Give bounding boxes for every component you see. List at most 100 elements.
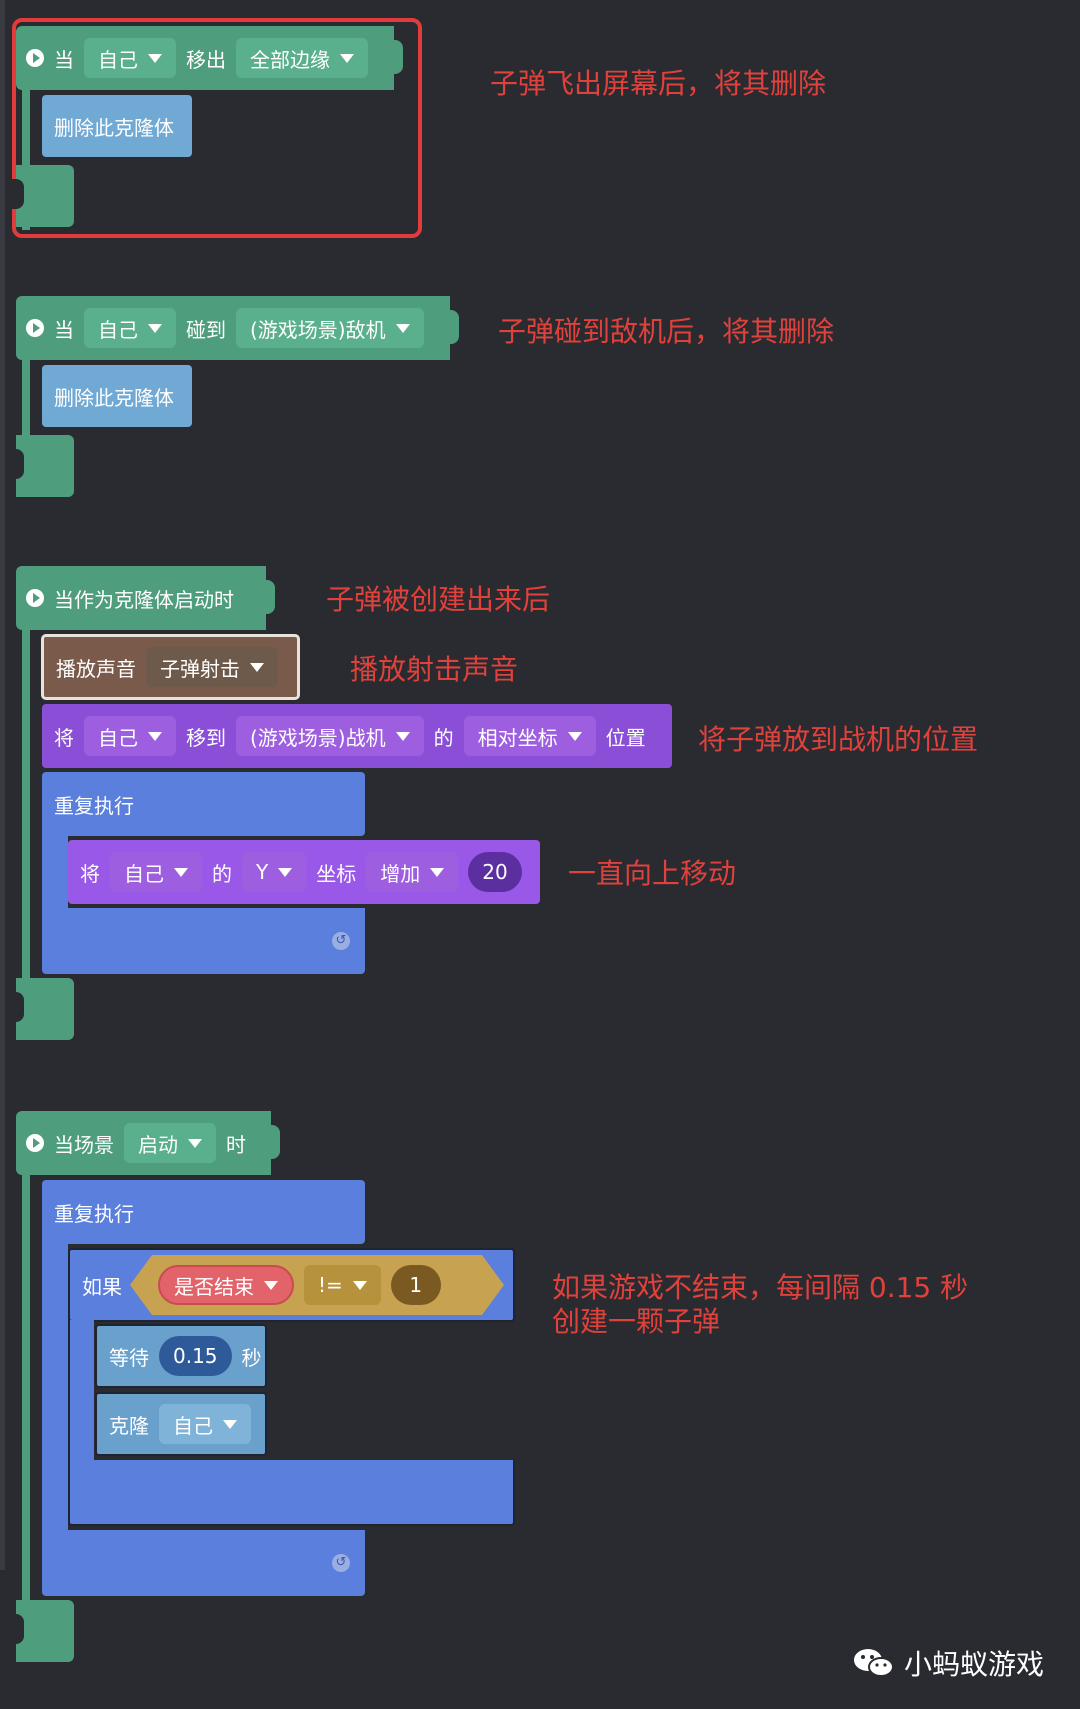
block-label: 的	[433, 725, 454, 750]
delete-clone-block[interactable]: 删除此克隆体	[42, 95, 192, 157]
block-label: 将	[54, 725, 74, 750]
amount-input[interactable]: 20	[468, 852, 522, 892]
play-icon	[26, 589, 44, 607]
annotation: 子弹碰到敌机后，将其删除	[498, 315, 835, 348]
repeat-forever-block[interactable]: 重复执行	[42, 772, 365, 836]
move-to-block[interactable]: 将 自己 移到 (游戏场景)战机 的 相对坐标 位置	[42, 704, 672, 768]
watermark: 小蚂蚁游戏	[852, 1643, 1044, 1683]
edge-dropdown[interactable]: 全部边缘	[236, 38, 368, 78]
block-label: 重复执行	[54, 1201, 134, 1226]
block-label: 克隆	[109, 1413, 149, 1438]
operator-dropdown[interactable]: !=	[304, 1265, 381, 1305]
coord-mode-dropdown[interactable]: 相对坐标	[463, 716, 596, 756]
script4-hat-block[interactable]: 当场景 启动 时	[16, 1111, 280, 1175]
repeat-bottom: ↺	[42, 908, 365, 974]
block-label: 将	[80, 861, 100, 886]
repeat-bottom: ↺	[42, 1530, 365, 1596]
hat-label: 时	[226, 1132, 246, 1157]
clone-block[interactable]: 克隆 自己	[95, 1392, 267, 1456]
compare-value-input[interactable]: 1	[391, 1265, 441, 1305]
target-dropdown[interactable]: (游戏场景)战机	[236, 716, 424, 756]
sprite-dropdown[interactable]: 自己	[110, 852, 202, 892]
change-coord-block[interactable]: 将 自己 的 Y 坐标 增加 20	[68, 840, 540, 904]
target-dropdown[interactable]: (游戏场景)敌机	[236, 308, 424, 348]
script3-end-cap	[10, 978, 74, 1040]
annotation: 子弹飞出屏幕后，将其删除	[490, 67, 827, 100]
block-label: 播放声音	[56, 656, 136, 681]
sprite-dropdown[interactable]: 自己	[84, 716, 176, 756]
scene-event-dropdown[interactable]: 启动	[124, 1123, 216, 1163]
wait-block[interactable]: 等待 0.15 秒	[95, 1324, 267, 1388]
clone-target-dropdown[interactable]: 自己	[159, 1404, 251, 1444]
chevron-down-icon	[278, 867, 293, 877]
chevron-down-icon	[148, 53, 162, 63]
chevron-down-icon	[148, 731, 162, 741]
block-label: 的	[212, 861, 232, 886]
chevron-down-icon	[430, 867, 445, 877]
highlight-box	[12, 18, 422, 238]
repeat-forever-block[interactable]: 重复执行	[42, 1180, 365, 1244]
script3-hat-block[interactable]: 当作为克隆体启动时	[16, 566, 275, 630]
watermark-text: 小蚂蚁游戏	[903, 1648, 1044, 1681]
repeat-arm	[42, 830, 68, 910]
annotation: 创建一颗子弹	[552, 1305, 721, 1338]
block-label: 秒	[241, 1345, 262, 1370]
wait-seconds-input[interactable]: 0.15	[159, 1336, 232, 1376]
if-arm	[68, 1320, 94, 1460]
event-label: 移出	[186, 47, 226, 72]
annotation: 如果游戏不结束，每间隔 0.15 秒	[552, 1271, 969, 1304]
script1-hat-block[interactable]: 当 自己 移出 全部边缘	[16, 26, 403, 90]
loop-icon: ↺	[332, 932, 350, 950]
annotation: 播放射击声音	[350, 653, 519, 686]
operation-dropdown[interactable]: 增加	[366, 852, 459, 892]
chevron-down-icon	[395, 731, 410, 741]
script4-spine	[22, 1155, 30, 1615]
hat-label: 当作为克隆体启动时	[54, 587, 234, 612]
loop-icon: ↺	[332, 1554, 350, 1572]
script4-end-cap	[10, 1600, 74, 1662]
chevron-down-icon	[223, 1419, 237, 1429]
workspace-edge	[0, 0, 5, 1570]
sprite-dropdown[interactable]: 自己	[84, 38, 176, 78]
annotation: 子弹被创建出来后	[326, 583, 551, 616]
play-sound-block[interactable]: 播放声音 子弹射击	[41, 634, 300, 700]
block-label: 删除此克隆体	[54, 115, 174, 140]
condition-dropdown[interactable]: 是否结束	[158, 1265, 294, 1305]
chevron-down-icon	[395, 323, 410, 333]
script1-spine	[22, 70, 30, 230]
script2-hat-block[interactable]: 当 自己 碰到 (游戏场景)敌机	[16, 296, 459, 360]
hat-label: 当	[54, 317, 74, 342]
block-label: 移到	[186, 725, 226, 750]
chevron-down-icon	[250, 662, 264, 672]
block-label: 等待	[109, 1345, 149, 1370]
block-label: 坐标	[316, 861, 357, 886]
chevron-down-icon	[188, 1138, 202, 1148]
sound-dropdown[interactable]: 子弹射击	[146, 647, 278, 687]
hat-label: 当场景	[54, 1132, 114, 1157]
block-label: 如果	[82, 1274, 122, 1299]
chevron-down-icon	[264, 1281, 278, 1290]
chevron-down-icon	[353, 1281, 367, 1290]
script1-end-cap	[10, 165, 74, 227]
block-label: 位置	[605, 725, 646, 750]
play-icon	[26, 49, 44, 67]
sprite-dropdown[interactable]: 自己	[84, 308, 176, 348]
annotation: 一直向上移动	[568, 857, 737, 890]
hat-label: 当	[54, 47, 74, 72]
wechat-icon	[853, 1649, 894, 1677]
axis-dropdown[interactable]: Y	[242, 852, 307, 892]
condition-hexagon[interactable]: 是否结束 != 1	[130, 1255, 504, 1315]
event-label: 碰到	[186, 317, 226, 342]
repeat-arm	[42, 1240, 68, 1535]
annotation: 将子弹放到战机的位置	[698, 723, 979, 756]
script2-spine	[22, 340, 30, 470]
script3-spine	[22, 610, 30, 980]
delete-clone-block[interactable]: 删除此克隆体	[42, 365, 192, 427]
chevron-down-icon	[174, 867, 188, 877]
play-icon	[26, 1134, 44, 1152]
chevron-down-icon	[567, 731, 582, 741]
if-bottom	[68, 1460, 515, 1526]
block-label: 重复执行	[54, 793, 134, 818]
play-icon	[26, 319, 44, 337]
chevron-down-icon	[340, 53, 354, 63]
